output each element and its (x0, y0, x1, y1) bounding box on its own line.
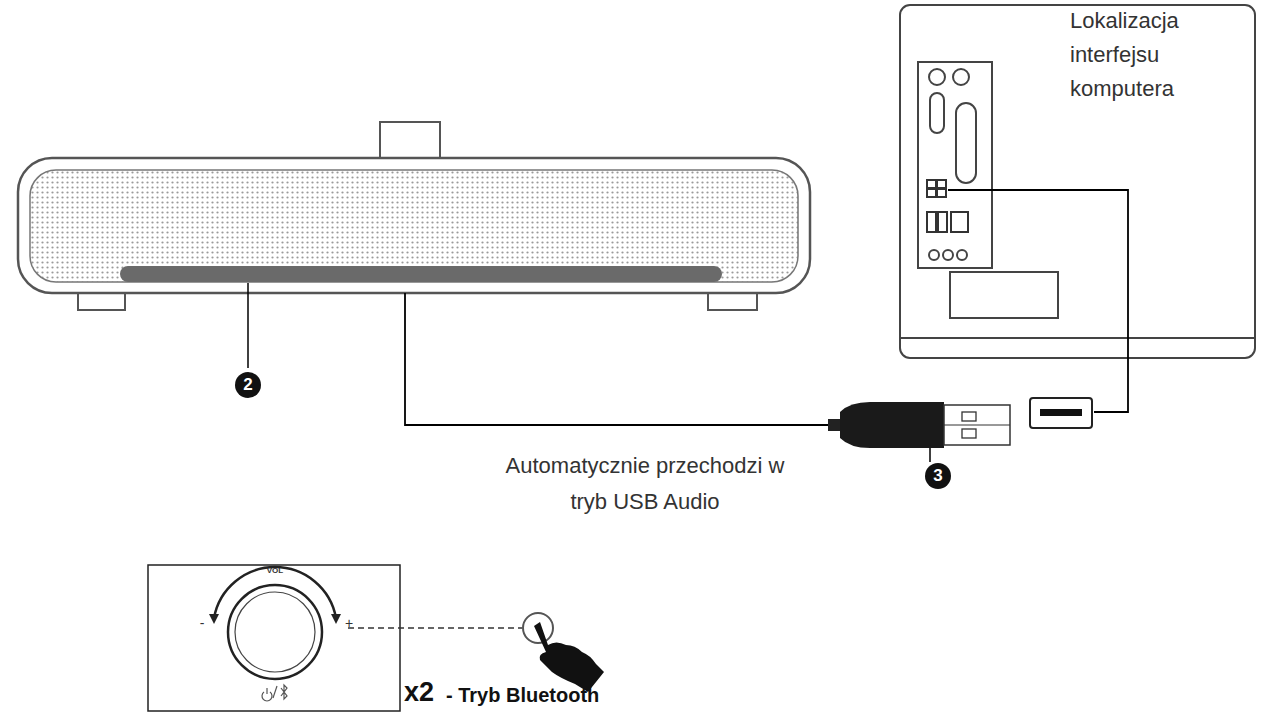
bluetooth-mode-label: - Tryb Bluetooth (446, 682, 666, 708)
port-location-label: Lokalizacja interfejsu komputera (1070, 4, 1235, 106)
knob-plus-label: + (342, 615, 356, 631)
usb-socket (1030, 398, 1092, 428)
usb-plug (828, 402, 1010, 448)
press-icon (523, 613, 604, 692)
leader-line (929, 448, 931, 462)
soundbar (18, 122, 810, 310)
callout-number: 2 (235, 372, 261, 398)
callout-circle (235, 372, 261, 398)
leader-line (348, 627, 522, 629)
press-count: x2 (404, 676, 448, 708)
computer-case (900, 5, 1255, 358)
knob-volume-label: VOL (255, 566, 295, 576)
control-inset (148, 565, 400, 711)
port-wire (948, 190, 1128, 412)
callout-number: 3 (925, 463, 951, 489)
leader-line (247, 283, 249, 368)
usb-cable (405, 293, 832, 425)
callout-circle (925, 463, 951, 489)
knob-minus-label: - (196, 615, 208, 631)
usb-mode-label: Automatycznie przechodzi w tryb USB Audi… (495, 448, 795, 520)
